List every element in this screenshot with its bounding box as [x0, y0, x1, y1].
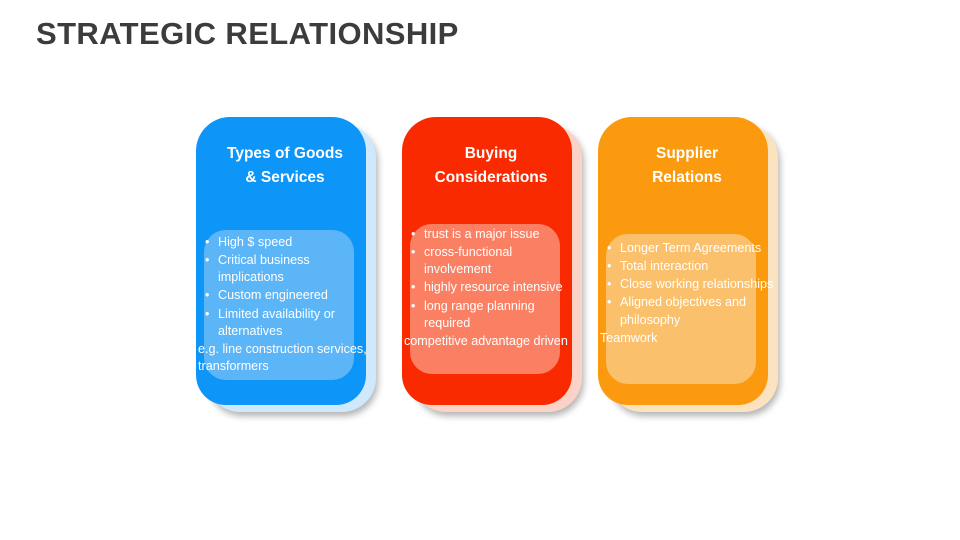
card-tail-text: Teamwork [600, 330, 658, 345]
card-title-line-1: Supplier [655, 145, 718, 162]
list-item: • highly resource intensive [404, 279, 580, 296]
list-item: • Total interaction [600, 258, 776, 275]
card-title-line-2: Relations [652, 169, 722, 187]
card-title: Types of Goods & Services [190, 142, 380, 190]
bullet-list: • High $ speed • Critical business implica… [198, 234, 374, 340]
bullet-dot-icon: • [205, 253, 210, 268]
list-item: • Close working relationships [600, 276, 776, 293]
card-tail-text: e.g. line construction services, transfo… [198, 341, 367, 373]
list-item-label: Close working relationships [620, 277, 774, 292]
list-item-label: long range planning required [424, 298, 535, 330]
card-title: Supplier Relations [592, 142, 782, 190]
list-item: • Aligned objectives and philosophy [600, 294, 776, 328]
card-content: • High $ speed • Critical business implica… [198, 234, 374, 375]
list-item-label: Limited availability or alternatives [218, 306, 335, 338]
bullet-dot-icon: • [411, 245, 416, 260]
list-item: • Custom engineered [198, 287, 374, 304]
bullet-dot-icon: • [411, 227, 416, 241]
card-inner-panel [606, 234, 756, 384]
card-title-line-1: Buying [464, 145, 518, 162]
list-item-label: Critical business implications [218, 253, 310, 285]
page-title: STRATEGIC RELATIONSHIP [36, 16, 459, 51]
bullet-dot-icon: • [205, 288, 210, 303]
card-content: • Longer Term Agreements • Total interacti… [600, 240, 776, 347]
card-inner-panel [410, 224, 560, 374]
bullet-dot-icon: • [607, 277, 612, 292]
card-title-line-2: & Services [245, 169, 325, 187]
bullet-list: • Longer Term Agreements • Total interacti… [600, 240, 776, 329]
bullet-dot-icon: • [205, 235, 210, 249]
list-item: • long range planning required [404, 298, 580, 332]
card-title-line-1: Types of Goods [227, 145, 343, 162]
list-item: • Longer Term Agreements [600, 240, 776, 257]
card-title: Buying Considerations [396, 142, 586, 190]
card-tail-text: competitive advantage driven [404, 333, 568, 348]
card-content: • trust is a major issue • cross-functiona… [404, 226, 580, 350]
card-supplier-relations[interactable]: Supplier Relations • Longer Term Agreemen… [592, 108, 782, 418]
bullet-dot-icon: • [607, 295, 612, 310]
list-item-label: Longer Term Agreements [620, 241, 762, 255]
list-item: • Critical business implications [198, 252, 374, 286]
list-item-label: Custom engineered [218, 288, 328, 303]
list-item: • Limited availability or alternatives [198, 306, 374, 340]
card-buying-considerations[interactable]: Buying Considerations • trust is a major … [396, 108, 586, 418]
card-title-line-2: Considerations [434, 169, 548, 187]
bullet-dot-icon: • [205, 306, 210, 321]
bullet-dot-icon: • [411, 298, 416, 313]
list-item-label: cross-functional involvement [424, 245, 513, 277]
list-item-label: trust is a major issue [424, 227, 540, 241]
list-item-label: Total interaction [620, 259, 709, 274]
list-item-label: highly resource intensive [424, 280, 563, 295]
list-item-label: High $ speed [218, 235, 293, 249]
bullet-list: • trust is a major issue • cross-functiona… [404, 226, 580, 332]
card-types-of-goods-and-services[interactable]: Types of Goods & Services • High $ speed … [190, 108, 380, 418]
bullet-dot-icon: • [607, 259, 612, 274]
list-item: • cross-functional involvement [404, 244, 580, 278]
list-item-label: Aligned objectives and philosophy [620, 295, 747, 327]
list-item: • trust is a major issue [404, 226, 580, 243]
card-inner-panel [204, 230, 354, 380]
bullet-dot-icon: • [411, 280, 416, 295]
bullet-dot-icon: • [607, 241, 612, 255]
list-item: • High $ speed [198, 234, 374, 251]
